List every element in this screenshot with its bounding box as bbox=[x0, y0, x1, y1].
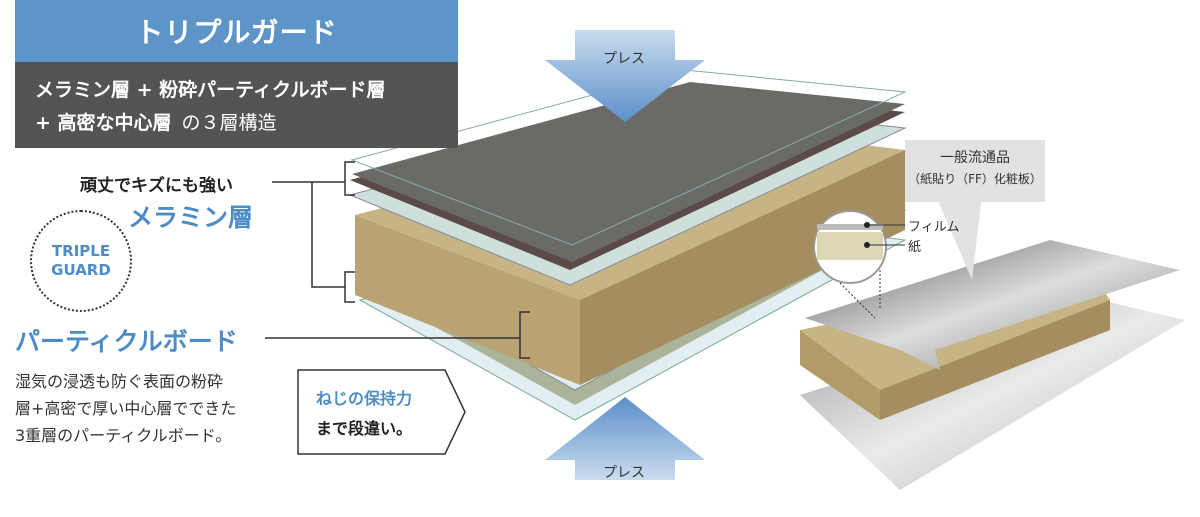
general-subtitle: （紙貼り（FF）化粧板） bbox=[908, 172, 1042, 186]
summary-line1: メラミン層 + 粉砕パーティクルボード層 bbox=[35, 79, 386, 101]
summary-line2: + 高密な中心層 bbox=[35, 112, 172, 134]
callout-line1: ねじの保持力 bbox=[316, 389, 413, 408]
melamine-caption: 頑丈でキズにも強い bbox=[80, 176, 233, 196]
screw-hold-callout: ねじの保持力 まで段違い。 bbox=[298, 370, 463, 454]
description-line: 湿気の浸透も防ぐ表面の粉砕 bbox=[15, 372, 224, 391]
general-board bbox=[800, 170, 1185, 490]
press-label-bottom: プレス bbox=[603, 465, 645, 481]
structure-summary: メラミン層 + 粉砕パーティクルボード層 + 高密な中心層の３層構造 bbox=[15, 62, 458, 148]
particleboard-label: パーティクルボード bbox=[15, 327, 238, 356]
paper-label: 紙 bbox=[908, 240, 922, 255]
bracket-lines bbox=[265, 161, 530, 359]
film-label: フィルム bbox=[908, 220, 960, 235]
general-title: 一般流通品 bbox=[940, 150, 1010, 166]
general-product-label: 一般流通品 （紙貼り（FF）化粧板） bbox=[905, 140, 1045, 202]
description-line: 層+高密で厚い中心層でできた bbox=[15, 399, 237, 418]
description-line: 3重層のパーティクルボード。 bbox=[15, 426, 232, 445]
melamine-layers bbox=[348, 69, 907, 286]
badge-line2: GUARD bbox=[51, 261, 111, 279]
callout-shape bbox=[297, 369, 466, 455]
press-arrow-down bbox=[545, 30, 705, 122]
description: 湿気の浸透も防ぐ表面の粉砕 層+高密で厚い中心層でできた 3重層のパーティクルボ… bbox=[15, 368, 236, 449]
page-title: トリプルガード bbox=[15, 0, 458, 62]
summary-line2-suffix: の３層構造 bbox=[181, 112, 277, 134]
triple-guard-badge: TRIPLE GUARD bbox=[30, 210, 132, 312]
melamine-label: メラミン層 bbox=[128, 203, 254, 232]
press-label-top: プレス bbox=[603, 51, 645, 67]
badge-line1: TRIPLE bbox=[51, 242, 111, 260]
callout-line2: まで段違い。 bbox=[316, 419, 413, 438]
press-arrow-up bbox=[545, 397, 705, 480]
